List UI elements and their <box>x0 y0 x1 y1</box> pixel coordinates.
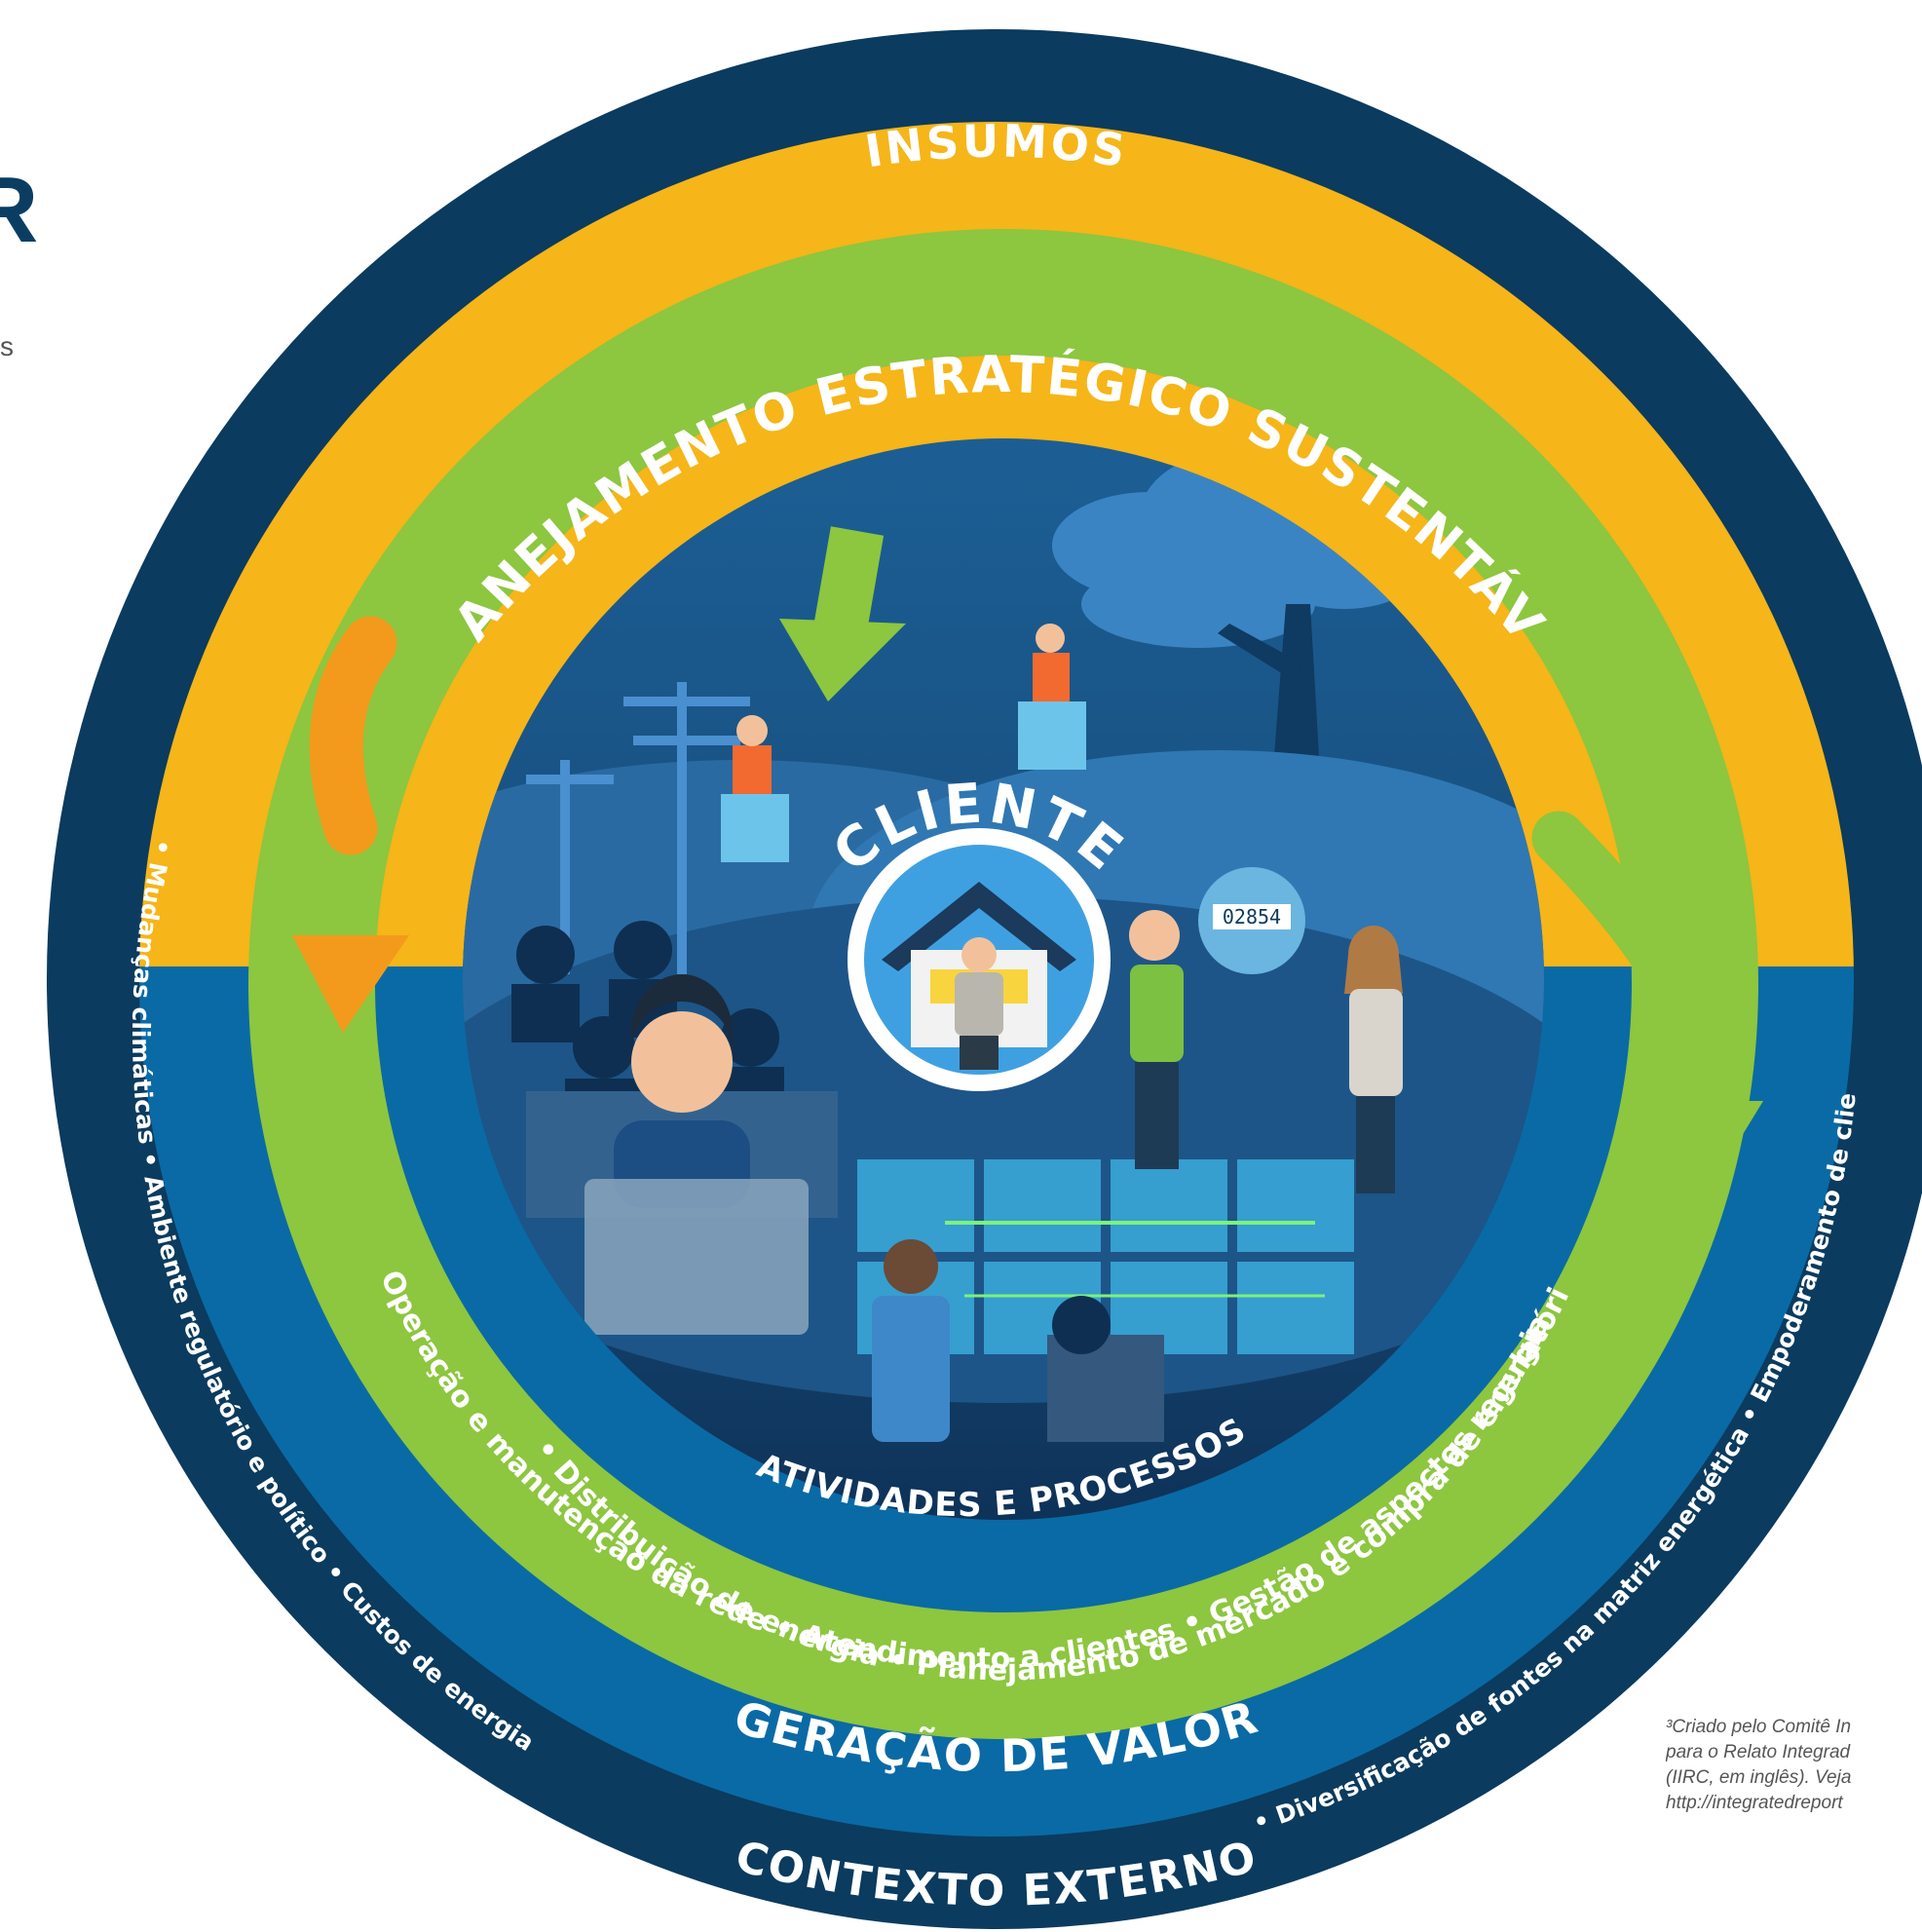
footnote-line: para o Relato Integrad <box>1666 1742 1851 1762</box>
footnote: ³Criado pelo Comitê In para o Relato Int… <box>1666 1715 1922 1816</box>
green-arrow-head-right <box>1637 1101 1763 1189</box>
cycle-arrows <box>292 526 1763 1189</box>
orange-arrow-head <box>292 935 409 1033</box>
footnote-line: http://integratedreport <box>1666 1793 1843 1813</box>
footnote-line: ³Criado pelo Comitê In <box>1666 1717 1852 1737</box>
footnote-line: (IIRC, em inglês). Veja <box>1666 1767 1852 1788</box>
client-house-badge <box>848 828 1111 1091</box>
cut-text-fragment: s <box>0 331 14 361</box>
cut-heading-fragment: R <box>0 158 39 262</box>
green-arrow-head-top <box>779 619 906 701</box>
meter-reading: 02854 <box>1223 905 1281 928</box>
